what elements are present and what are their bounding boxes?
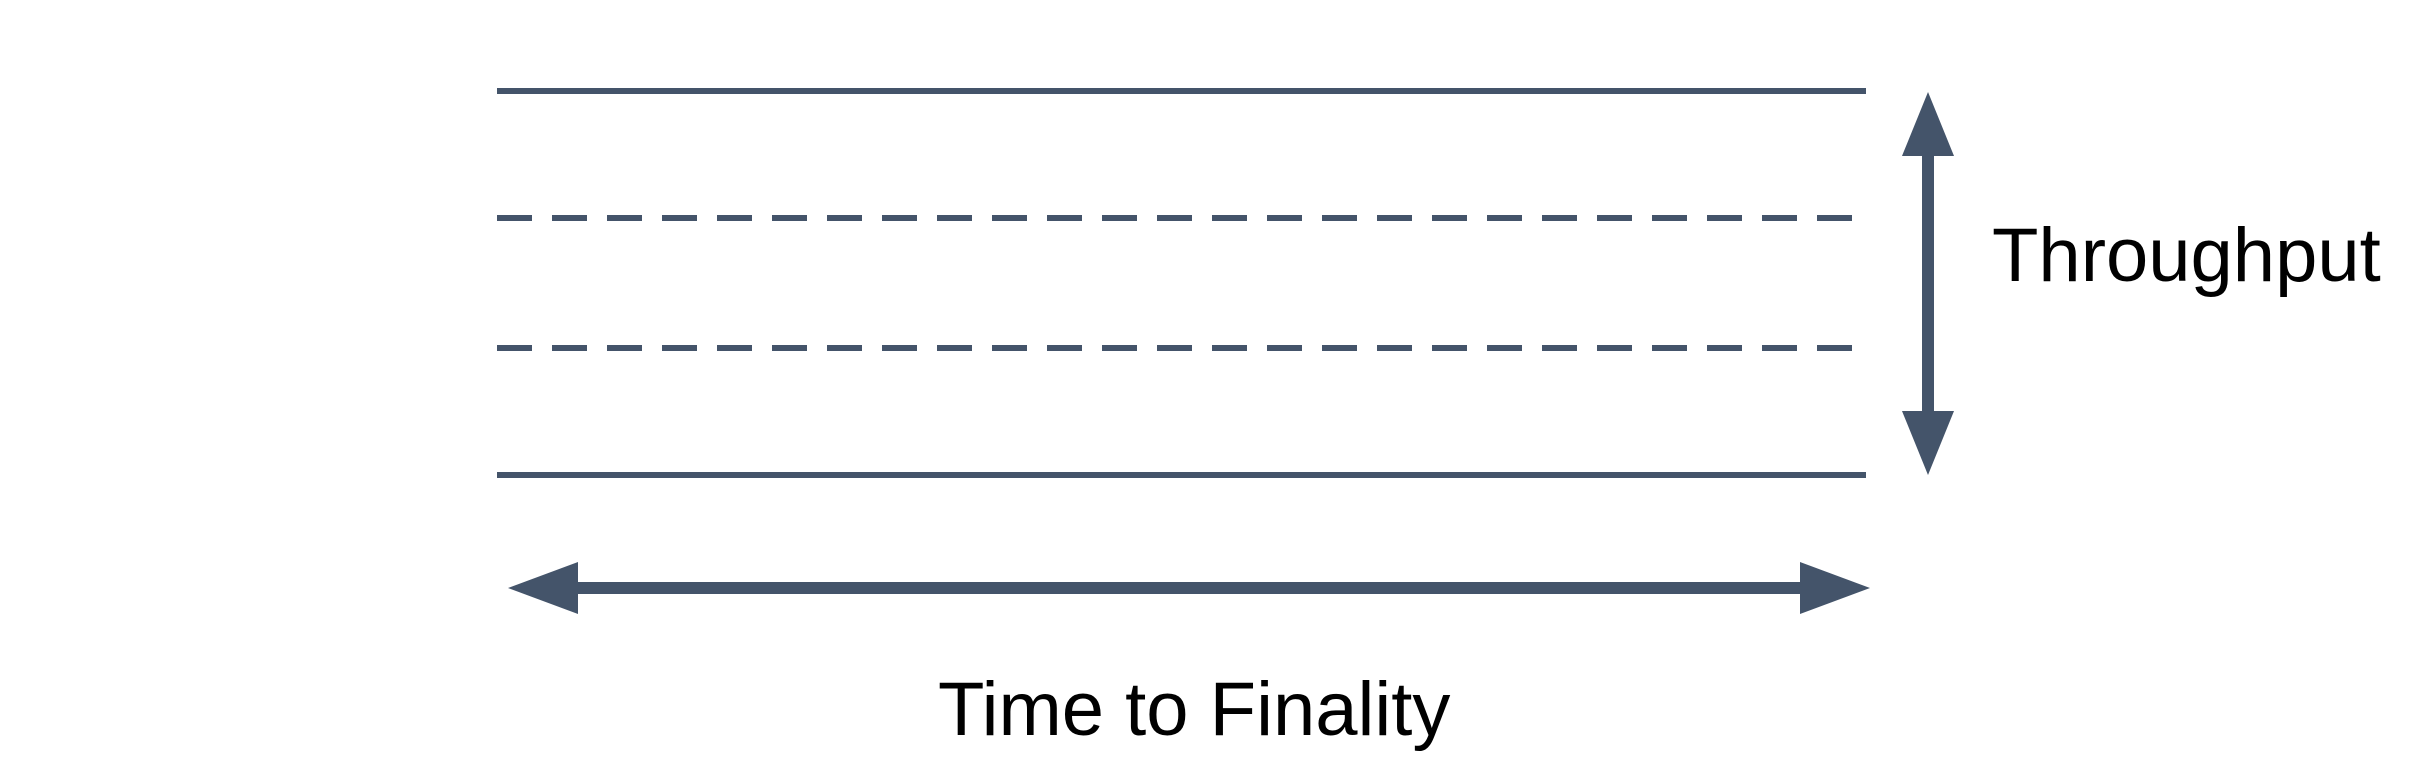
time-to-finality-arrow-head-left: [508, 562, 578, 614]
throughput-arrow-head-up: [1902, 92, 1954, 156]
time-to-finality-arrow: [508, 562, 1870, 614]
throughput-axis-label: Throughput: [1992, 213, 2381, 298]
throughput-arrow: [1902, 92, 1954, 475]
time-to-finality-arrow-head-right: [1800, 562, 1870, 614]
time-to-finality-axis-label: Time to Finality: [938, 667, 1451, 752]
throughput-arrow-shaft: [1922, 156, 1934, 411]
lane-lines: [497, 88, 1866, 478]
time-to-finality-arrow-shaft: [578, 582, 1800, 594]
throughput-arrow-head-down: [1902, 411, 1954, 475]
